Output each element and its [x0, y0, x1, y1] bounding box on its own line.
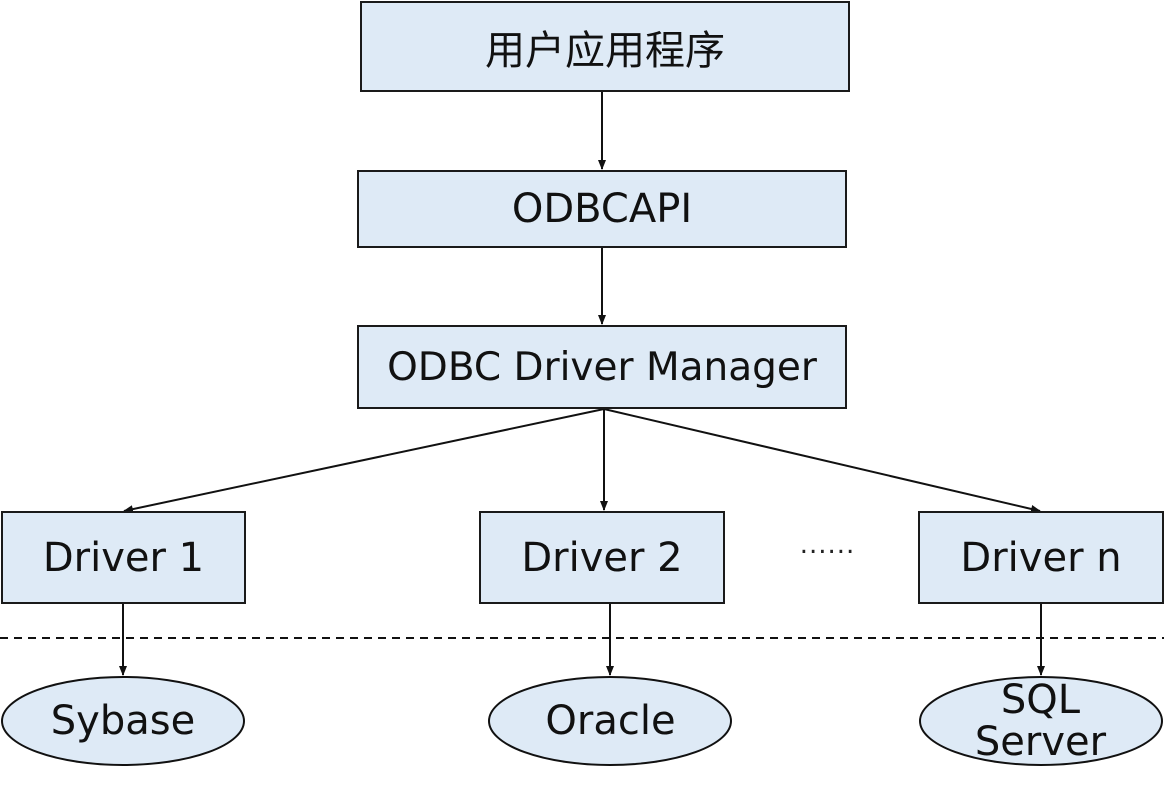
database-sql-server-label-line-2: Server [974, 719, 1107, 765]
database-sybase-ellipse [1, 676, 245, 766]
arrow-driver-manager-to-driver-1 [123, 408, 605, 514]
driver-manager-label: ODBC Driver Manager [387, 344, 817, 390]
user-application-box: 用户应用程序 [360, 1, 850, 92]
driver-2-box: Driver 2 [479, 511, 725, 604]
driver-n-label: Driver n [960, 534, 1122, 581]
database-sql-server-ellipse [919, 676, 1163, 766]
user-application-label: 用户应用程序 [485, 27, 725, 74]
odbc-api-box: ODBCAPI [357, 170, 847, 248]
driver-manager-box: ODBC Driver Manager [357, 325, 847, 409]
odbc-api-label: ODBCAPI [511, 186, 693, 232]
database-sybase-label: Sybase [50, 698, 196, 744]
more-drivers-ellipsis: ...... [799, 530, 856, 560]
database-oracle-ellipse [488, 676, 732, 766]
database-sql-server-label: SQL Server [918, 676, 1163, 766]
driver-1-label: Driver 1 [42, 534, 205, 581]
driver-n-box: Driver n [918, 511, 1164, 604]
arrow-driver-manager-to-driver-n [603, 408, 1041, 513]
database-sql-server-label-line-1: SQL [1000, 677, 1081, 723]
driver-2-label: Driver 2 [521, 534, 683, 581]
driver-1-box: Driver 1 [1, 511, 246, 604]
database-oracle-label: Oracle [545, 698, 676, 744]
